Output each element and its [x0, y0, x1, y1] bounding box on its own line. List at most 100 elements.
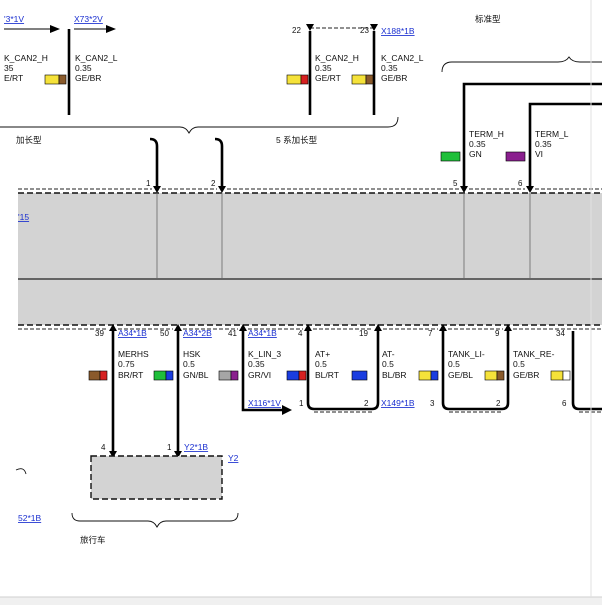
- pin-marker-icon: [526, 186, 534, 193]
- pin-marker-icon: [504, 324, 512, 331]
- connector-ref-a34-1b-b[interactable]: A34*1B: [248, 328, 277, 338]
- wire-color-swatch: [550, 370, 564, 381]
- pin-marker-icon: [370, 24, 378, 31]
- signal-name: K_LIN_3: [248, 349, 281, 359]
- wire-size: 0.5: [448, 359, 460, 369]
- wire-color-swatch: [351, 74, 367, 85]
- wire-size: 0.35: [535, 139, 552, 149]
- wire-color: GR/VI: [248, 370, 271, 380]
- wire-color-swatch: [99, 370, 108, 381]
- pin-number: 2: [364, 399, 369, 408]
- pin-number: 2: [211, 179, 216, 188]
- wire-color-swatch: [44, 74, 60, 85]
- module-ref-link[interactable]: '15: [18, 212, 29, 222]
- pin-number: 9: [495, 329, 500, 338]
- wire-color: BL/BR: [382, 370, 407, 380]
- wire-color-swatch: [440, 151, 461, 162]
- connector-ref-a34-2b[interactable]: A34*2B: [183, 328, 212, 338]
- variant-label-5series-long: 5 系加长型: [276, 135, 318, 145]
- pin-marker-icon: [153, 186, 161, 193]
- pin-marker-icon: [109, 324, 117, 331]
- pin-number: 19: [359, 329, 368, 338]
- wire-color-swatch: [230, 370, 239, 381]
- wire-size: 0.5: [513, 359, 525, 369]
- wire-term-h: [462, 82, 602, 188]
- wire-size: 35: [4, 63, 14, 73]
- arrow-head-icon: [106, 25, 116, 33]
- variant-brace-standard: [441, 56, 602, 73]
- connector-ref-y2-1b[interactable]: Y2*1B: [184, 442, 208, 452]
- wire-hook: [15, 468, 27, 475]
- signal-name: HSK: [183, 349, 201, 359]
- wire-tank-loop-left: [441, 331, 510, 411]
- control-module[interactable]: [18, 193, 602, 325]
- pin-marker-icon: [306, 24, 314, 31]
- wire-color-swatch: [88, 370, 101, 381]
- pin-marker-icon: [460, 186, 468, 193]
- signal-name: K_CAN2_H: [4, 53, 48, 63]
- wire-color-swatch: [496, 370, 505, 381]
- wire-color-swatch: [153, 370, 167, 381]
- wire-color-swatch: [484, 370, 498, 381]
- wire-pin-2: [214, 137, 224, 188]
- wire-color-swatch: [430, 370, 439, 381]
- wire-size: 0.5: [183, 359, 195, 369]
- connector-ref-x149[interactable]: X149*1B: [381, 398, 415, 408]
- wire-size: 0.5: [382, 359, 394, 369]
- pin-marker-icon: [174, 324, 182, 331]
- pin-number: 4: [298, 329, 303, 338]
- pin-number: 7: [428, 329, 433, 338]
- pin-number: 4: [101, 443, 106, 452]
- wire-size: 0.35: [75, 63, 92, 73]
- pin-number: 34: [556, 329, 565, 338]
- wire-color-swatch: [298, 370, 307, 381]
- wire-color-swatch: [365, 74, 374, 85]
- wire-size: 0.75: [118, 359, 135, 369]
- component-y2[interactable]: [90, 455, 223, 500]
- signal-name: AT-: [382, 349, 395, 359]
- pin-marker-icon: [109, 451, 117, 458]
- wire-color: GN: [469, 149, 482, 159]
- wire-color: GE/BR: [75, 73, 101, 83]
- connector-ref-x188[interactable]: X188*1B: [381, 26, 415, 36]
- arrow-head-icon: [282, 405, 292, 415]
- wire-color-swatch: [58, 74, 67, 85]
- wire-color-swatch: [418, 370, 432, 381]
- connector-ref-x73[interactable]: X73*2V: [74, 14, 103, 24]
- wire-color: GE/BR: [513, 370, 539, 380]
- pin-number: 1: [167, 443, 172, 452]
- wire-term-l: [528, 102, 602, 188]
- pin-number: 2: [496, 399, 501, 408]
- wire-color: GN/BL: [183, 370, 209, 380]
- signal-name: TANK_RE-: [513, 349, 555, 359]
- variant-brace-long: [0, 116, 399, 135]
- wire-size: 0.5: [315, 359, 327, 369]
- wire-size: 0.35: [248, 359, 265, 369]
- pin-number: 5: [453, 179, 458, 188]
- connector-ref-top-left[interactable]: '3*1V: [4, 14, 24, 24]
- wire-color: GE/RT: [315, 73, 341, 83]
- wire-color-swatch: [286, 74, 302, 85]
- pin-marker-icon: [174, 451, 182, 458]
- connector-ref-52-1b[interactable]: 52*1B: [18, 513, 41, 523]
- component-ref-y2[interactable]: Y2: [228, 453, 239, 463]
- pin-number: 41: [228, 329, 237, 338]
- wire-pin-1: [149, 137, 159, 188]
- wire-size: 0.35: [381, 63, 398, 73]
- wire-color: GE/BR: [381, 73, 407, 83]
- pin-number: 1: [146, 179, 151, 188]
- pin-number: 3: [430, 399, 435, 408]
- wire-color-swatch: [286, 370, 300, 381]
- connector-ref-x116[interactable]: X116*1V: [248, 398, 281, 408]
- variant-label-standard: 标准型: [475, 14, 501, 24]
- wire-color: E/RT: [4, 73, 23, 83]
- wire-color-swatch: [351, 370, 368, 381]
- wire-tank-loop-right: [571, 331, 602, 411]
- pin-number: 22: [292, 26, 301, 35]
- wire-color-swatch: [300, 74, 309, 85]
- signal-name: K_CAN2_L: [75, 53, 118, 63]
- variant-brace-travel: [71, 512, 239, 529]
- pin-number: 23: [360, 26, 369, 35]
- connector-ref-a34-1b[interactable]: A34*1B: [118, 328, 147, 338]
